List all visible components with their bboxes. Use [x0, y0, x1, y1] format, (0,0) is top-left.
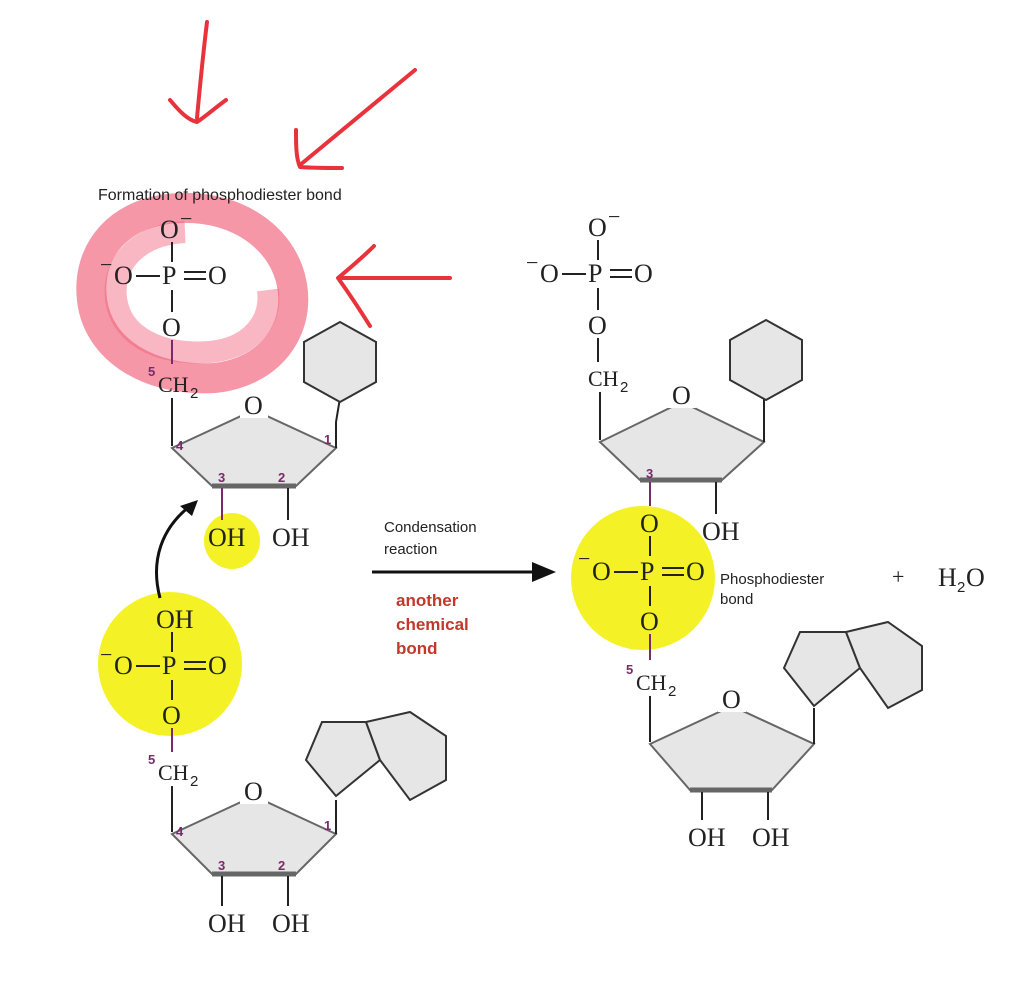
svg-text:O: O	[114, 651, 133, 680]
svg-text:4: 4	[176, 824, 184, 839]
svg-text:O: O	[244, 777, 263, 806]
top-left-nucleotide: O − − O P O O 5 CH 2 O 4 1 3 2 OH OH	[100, 206, 377, 552]
svg-text:2: 2	[620, 379, 628, 396]
svg-text:O: O	[672, 381, 691, 410]
yellow-highlight-phosphate-right	[571, 506, 715, 650]
svg-text:O: O	[592, 557, 611, 586]
svg-text:5: 5	[148, 364, 155, 379]
svg-text:OH: OH	[156, 605, 194, 634]
svg-text:O: O	[966, 563, 985, 592]
condensation-reaction-arrow	[372, 562, 556, 582]
svg-text:OH: OH	[272, 909, 310, 938]
svg-text:2: 2	[278, 858, 285, 873]
handwritten-note-line2: chemical	[396, 615, 469, 634]
svg-text:O: O	[208, 261, 227, 290]
svg-text:OH: OH	[208, 909, 246, 938]
svg-text:O: O	[160, 215, 179, 244]
svg-text:2: 2	[190, 385, 198, 402]
handwritten-note-line3: bond	[396, 639, 438, 658]
phosphodiester-label-line1: Phosphodiester	[720, 571, 824, 588]
phosphodiester-label-line2: bond	[720, 591, 753, 608]
svg-text:O: O	[686, 557, 705, 586]
red-highlight-circle	[76, 192, 309, 394]
yellow-highlight-oh-3prime	[204, 513, 260, 569]
svg-text:2: 2	[957, 579, 965, 596]
svg-text:H: H	[938, 563, 957, 592]
svg-text:O: O	[540, 259, 559, 288]
red-arrow-diagonal-icon	[294, 68, 417, 170]
red-arrow-down-icon	[168, 20, 228, 124]
svg-text:CH: CH	[158, 760, 189, 785]
svg-text:2: 2	[668, 683, 676, 700]
plus-sign: +	[892, 564, 904, 589]
svg-text:OH: OH	[208, 523, 246, 552]
water-molecule-label: H 2 O	[938, 563, 985, 596]
svg-text:3: 3	[218, 858, 225, 873]
curved-attack-arrow-icon	[155, 500, 198, 599]
svg-text:3: 3	[646, 466, 653, 481]
handwritten-note-line1: another	[396, 591, 459, 610]
svg-text:O: O	[244, 391, 263, 420]
svg-text:CH: CH	[588, 366, 619, 391]
svg-text:−: −	[100, 642, 112, 667]
red-annotation-arrows	[168, 20, 452, 328]
yellow-highlight-phosphate-left	[98, 592, 242, 736]
svg-text:P: P	[588, 259, 602, 288]
svg-text:OH: OH	[688, 823, 726, 852]
svg-text:O: O	[722, 685, 741, 714]
svg-text:−: −	[578, 546, 590, 571]
svg-text:P: P	[640, 557, 654, 586]
svg-text:OH: OH	[752, 823, 790, 852]
svg-text:CH: CH	[636, 670, 667, 695]
svg-text:CH: CH	[158, 372, 189, 397]
svg-text:1: 1	[324, 818, 331, 833]
svg-text:5: 5	[626, 662, 633, 677]
svg-text:−: −	[180, 206, 192, 231]
svg-text:−: −	[608, 204, 620, 229]
svg-text:P: P	[162, 261, 176, 290]
svg-text:−: −	[100, 252, 112, 277]
svg-text:O: O	[588, 311, 607, 340]
reaction-label-line1: Condensation	[384, 519, 477, 536]
svg-text:2: 2	[190, 773, 198, 790]
svg-text:O: O	[208, 651, 227, 680]
svg-text:5: 5	[148, 752, 155, 767]
svg-text:O: O	[114, 261, 133, 290]
svg-text:3: 3	[218, 470, 225, 485]
svg-text:OH: OH	[702, 517, 740, 546]
svg-text:4: 4	[176, 438, 184, 453]
svg-text:O: O	[634, 259, 653, 288]
svg-text:−: −	[526, 250, 538, 275]
svg-text:O: O	[162, 701, 181, 730]
svg-text:2: 2	[278, 470, 285, 485]
reaction-label-line2: reaction	[384, 541, 437, 558]
product-dinucleotide: O − − O P O O CH 2 O 3 OH O − O P	[526, 204, 923, 852]
svg-text:O: O	[588, 213, 607, 242]
svg-text:O: O	[162, 313, 181, 342]
svg-text:OH: OH	[272, 523, 310, 552]
red-arrow-left-icon	[336, 244, 452, 328]
svg-text:P: P	[162, 651, 176, 680]
svg-text:O: O	[640, 607, 659, 636]
bottom-left-nucleotide: OH − O P O O 5 CH 2 O 4 1 3 2 OH OH	[100, 605, 447, 938]
svg-text:O: O	[640, 509, 659, 538]
diagram-title: Formation of phosphodiester bond	[98, 187, 342, 204]
svg-text:1: 1	[324, 432, 331, 447]
